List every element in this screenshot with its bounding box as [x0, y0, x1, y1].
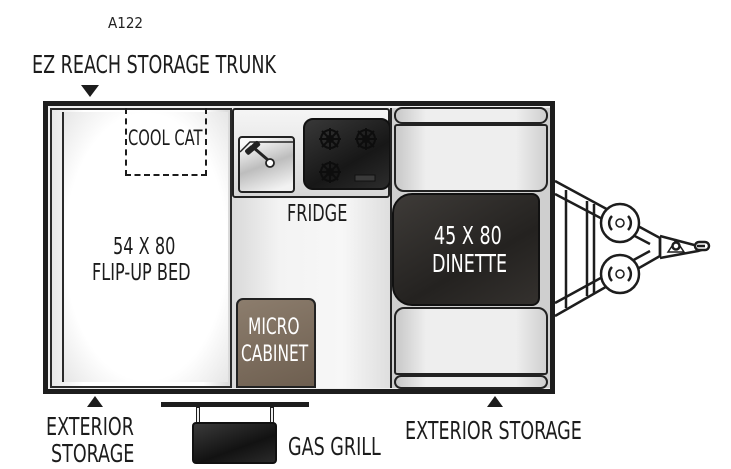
bed-name-label: FLIP-UP BED — [92, 260, 191, 286]
grill-leg-right — [270, 407, 274, 423]
cabinet-label: CABINET — [241, 342, 309, 367]
dinette-backrest-top — [394, 107, 548, 124]
cool-cat-label: COOL CAT — [128, 126, 203, 150]
micro-cabinet[interactable] — [236, 298, 316, 388]
dinette-backrest-bottom — [394, 375, 548, 389]
stove-icon — [303, 118, 391, 190]
triangle-down-marker-icon — [81, 85, 99, 97]
triangle-up-marker-icon — [87, 396, 103, 407]
model-label: A122 — [108, 14, 143, 32]
exterior-storage-left-line2: STORAGE — [51, 439, 135, 468]
cool-cat-zone — [125, 108, 207, 176]
gas-grill[interactable] — [192, 422, 277, 464]
fridge-label: FRIDGE — [287, 201, 348, 227]
bed-size-label: 54 X 80 — [113, 234, 176, 260]
hitch-icon — [554, 179, 711, 318]
grill-mount-bar — [161, 402, 309, 407]
dinette-bench-top[interactable] — [394, 124, 548, 192]
bed-mattress — [62, 112, 228, 382]
burner-icon — [319, 128, 377, 183]
ez-reach-storage-trunk-label: EZ REACH STORAGE TRUNK — [32, 50, 276, 79]
micro-label: MICRO — [248, 315, 300, 340]
faucet-icon — [240, 140, 293, 168]
exterior-storage-right-label: EXTERIOR STORAGE — [405, 416, 582, 445]
dinette-name-label: DINETTE — [432, 249, 508, 278]
grill-leg-left — [196, 407, 200, 423]
wheel-icon — [599, 202, 641, 295]
sink-icon — [238, 136, 295, 193]
dinette-size-label: 45 X 80 — [434, 221, 502, 250]
triangle-up-marker-icon — [487, 396, 503, 407]
exterior-storage-left-line1: EXTERIOR — [46, 412, 134, 441]
dinette-bench-bottom[interactable] — [394, 307, 548, 375]
dinette-table[interactable] — [392, 193, 540, 306]
gas-grill-label: GAS GRILL — [288, 432, 381, 461]
